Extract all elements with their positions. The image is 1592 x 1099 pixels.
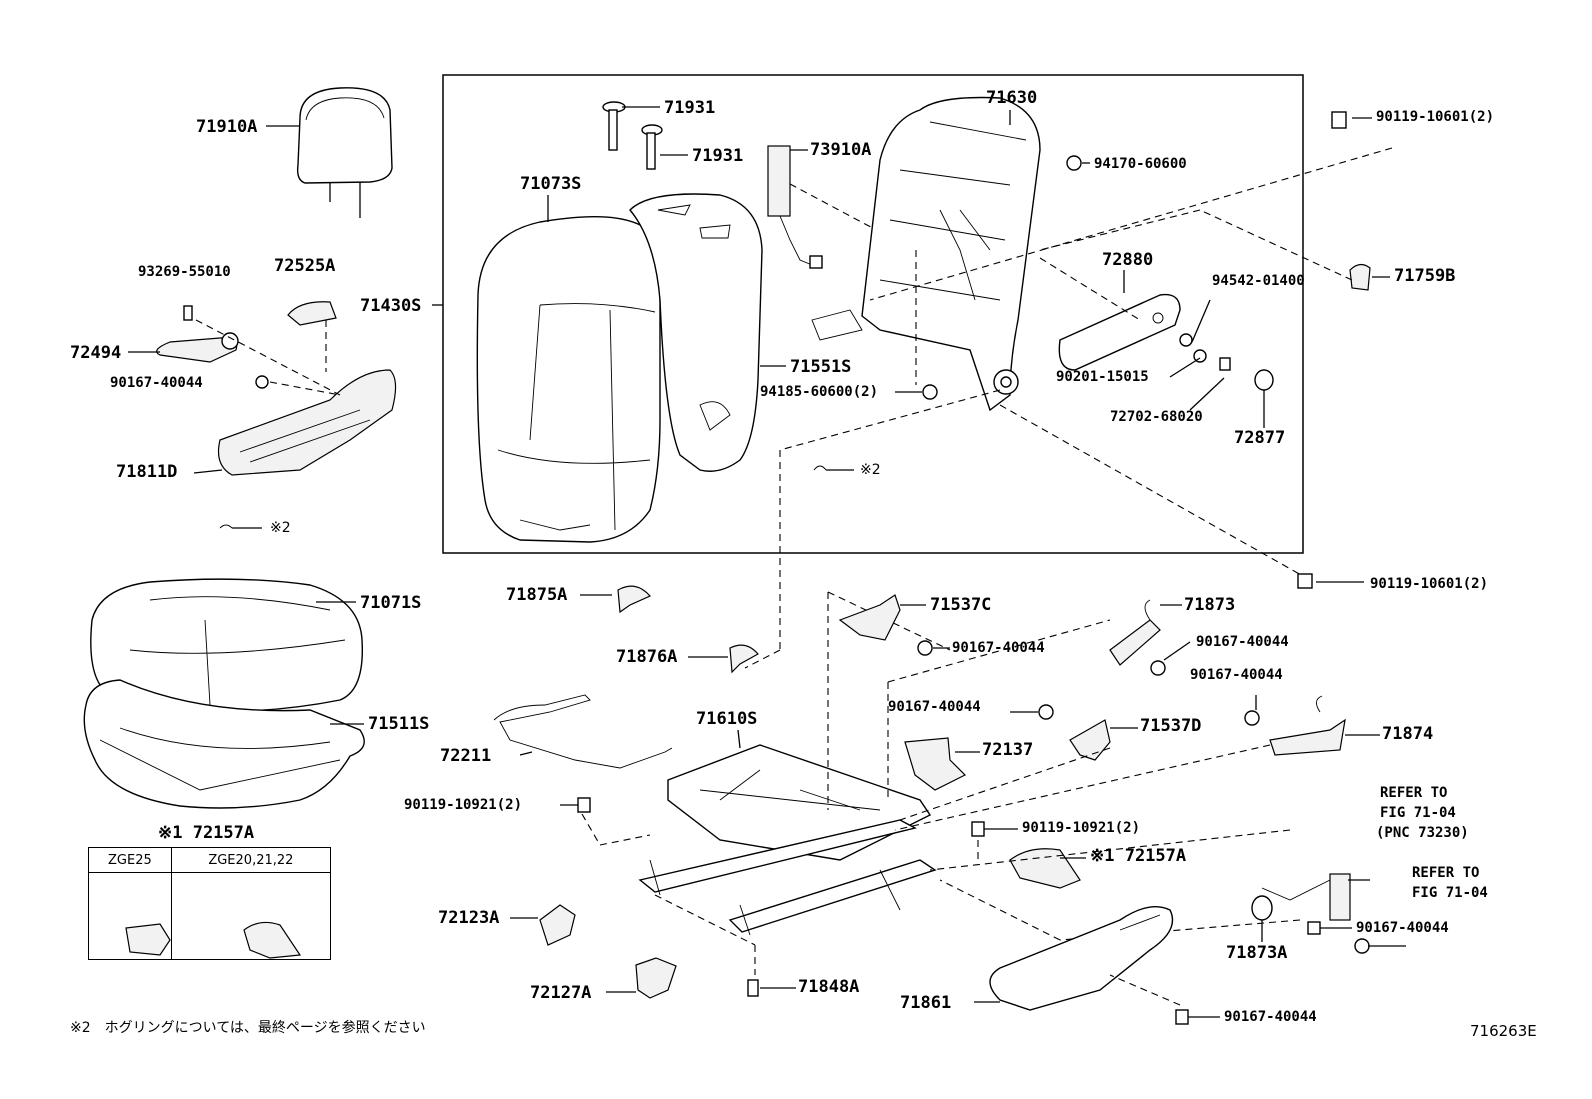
left-cover-parts	[128, 301, 397, 529]
armrest-drawing	[1039, 257, 1274, 428]
part-label[interactable]: 94542-01400	[1212, 273, 1305, 289]
part-label[interactable]: 72137	[982, 740, 1034, 760]
hog-ring-mid	[813, 465, 827, 471]
variant-col-zge25: ZGE25	[88, 847, 172, 873]
sensor-73910A-drawing	[767, 145, 915, 269]
part-label[interactable]: 90201-15015	[1056, 369, 1149, 385]
lower-right-parts-drawing	[929, 821, 1406, 1025]
part-label[interactable]: 72123A	[438, 908, 500, 928]
part-label[interactable]: 71848A	[798, 977, 860, 997]
refer-note: REFER TO	[1412, 865, 1480, 881]
part-label[interactable]: 73910A	[810, 140, 872, 160]
part-label[interactable]: 90167-40044	[1190, 667, 1283, 683]
figure-id: 716263E	[1470, 1022, 1537, 1040]
hog-ring-note: ※2	[270, 520, 291, 536]
part-label[interactable]: 72525A	[274, 256, 336, 276]
part-label[interactable]: 72880	[1102, 250, 1154, 270]
variant-col-zge20: ZGE20,21,22	[170, 847, 332, 873]
part-label[interactable]: 71910A	[196, 117, 258, 137]
part-label[interactable]: 71931	[692, 146, 744, 166]
seat-frame-drawing	[560, 729, 937, 997]
part-label[interactable]: 90119-10921(2)	[1022, 820, 1141, 836]
part-label[interactable]: 71610S	[696, 709, 758, 729]
part-label[interactable]: 90119-10601(2)	[1376, 109, 1495, 125]
part-label[interactable]: 71873	[1184, 595, 1236, 615]
part-label[interactable]: 90167-40044	[888, 699, 981, 715]
part-label[interactable]: ※1 72157A	[158, 823, 255, 843]
part-label[interactable]: 72127A	[530, 983, 592, 1003]
variant-table: ZGE25 ZGE20,21,22	[88, 847, 332, 960]
refer-note: FIG 71-04	[1380, 805, 1456, 821]
part-label[interactable]: 71873A	[1226, 943, 1288, 963]
part-label[interactable]: 90167-40044	[1356, 920, 1449, 936]
part-label[interactable]: 71071S	[360, 593, 422, 613]
part-label[interactable]: 71551S	[790, 357, 852, 377]
part-label[interactable]: 94185-60600(2)	[760, 384, 879, 400]
bolts-71931-drawing	[602, 101, 688, 170]
part-label[interactable]: 90167-40044	[1224, 1009, 1317, 1025]
clips-wire-drawing	[493, 585, 759, 769]
part-label[interactable]: 71073S	[520, 174, 582, 194]
part-label[interactable]: 90167-40044	[110, 375, 203, 391]
refer-note: REFER TO	[1380, 785, 1448, 801]
seatback-frame-drawing	[811, 96, 1090, 412]
part-label[interactable]: 72702-68020	[1110, 409, 1203, 425]
part-label[interactable]: 71876A	[616, 647, 678, 667]
part-label[interactable]: ※1 72157A	[1090, 846, 1187, 866]
part-label[interactable]: 71630	[986, 88, 1038, 108]
part-label[interactable]: 71537D	[1140, 716, 1202, 736]
bolt-90119-right	[1297, 573, 1313, 589]
dash-line-2	[779, 389, 1001, 451]
footnote: ※2 ホグリングについては、最終ページを参照ください	[70, 1020, 426, 1036]
brackets-drawing	[827, 591, 1380, 831]
variant-cell-zge20	[170, 872, 332, 960]
part-label[interactable]: 72494	[70, 343, 122, 363]
headrest-drawing	[266, 87, 393, 218]
part-label[interactable]: 90167-40044	[1196, 634, 1289, 650]
part-label[interactable]: 72211	[440, 746, 492, 766]
part-label[interactable]: 94170-60600	[1094, 156, 1187, 172]
part-label[interactable]: 71759B	[1394, 266, 1456, 286]
part-label[interactable]: 72877	[1234, 428, 1286, 448]
seat-cushion-drawing	[83, 578, 365, 809]
part-label[interactable]: 90119-10601(2)	[1370, 576, 1489, 592]
part-label[interactable]: 93269-55010	[138, 264, 231, 280]
part-label[interactable]: 71511S	[368, 714, 430, 734]
dash-line-4	[744, 649, 781, 669]
part-label[interactable]: 71811D	[116, 462, 178, 482]
part-label[interactable]: 71861	[900, 993, 952, 1013]
refer-note: FIG 71-04	[1412, 885, 1488, 901]
variant-cell-zge25	[88, 872, 172, 960]
part-label[interactable]: 71430S	[360, 296, 422, 316]
part-label[interactable]: 71875A	[506, 585, 568, 605]
seatback-cover-drawing	[432, 193, 786, 543]
seatback-assembly-frame	[442, 74, 1304, 554]
part-label[interactable]: 90119-10921(2)	[404, 797, 523, 813]
top-right-hardware-drawing	[869, 111, 1393, 301]
part-label[interactable]: 71874	[1382, 724, 1434, 744]
hog-ring-note: ※2	[860, 462, 881, 478]
part-label[interactable]: 71537C	[930, 595, 992, 615]
refer-note: (PNC 73230)	[1376, 825, 1469, 841]
lower-left-clips-drawing	[510, 904, 677, 999]
part-label[interactable]: 90167-40044	[952, 640, 1045, 656]
part-label[interactable]: 71931	[664, 98, 716, 118]
